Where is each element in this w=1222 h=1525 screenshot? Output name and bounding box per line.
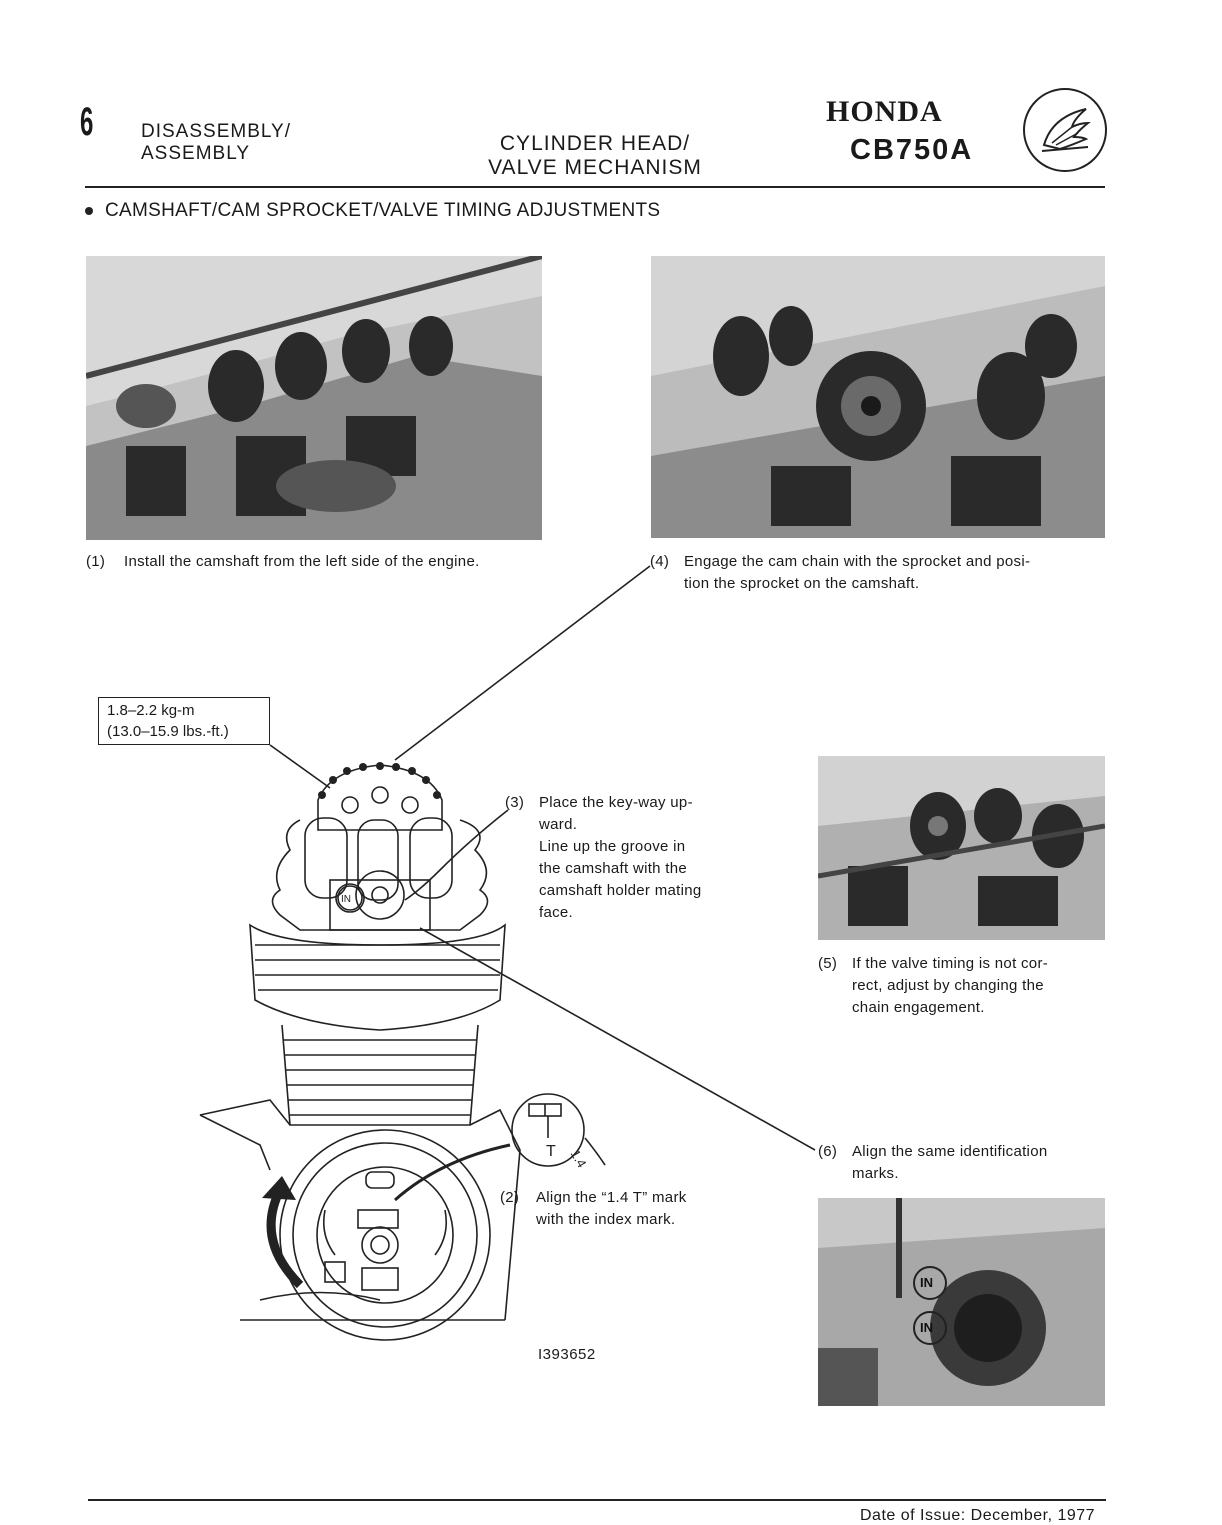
photo-valve-timing <box>818 756 1105 940</box>
issue-date: Date of Issue: December, 1977 <box>860 1507 1096 1524</box>
section-label-line2: ASSEMBLY <box>141 143 251 164</box>
step-1-text: Install the camshaft from the left side … <box>124 553 480 570</box>
torque-spec-box: 1.8–2.2 kg-m (13.0–15.9 lbs.-ft.) <box>98 697 270 745</box>
step-3-line4: the camshaft with the <box>539 860 688 877</box>
caption-step-4: (4) Engage the cam chain with the sprock… <box>650 551 1110 595</box>
step-6-line2: marks. <box>852 1165 899 1182</box>
step-6-line1: Align the same identification <box>852 1143 1048 1160</box>
caption-step-2: (2) Align the “1.4 T” mark with the inde… <box>500 1187 740 1231</box>
step-3-line2: ward. <box>539 816 578 833</box>
step-3-line6: face. <box>539 904 574 921</box>
step-5-number: (5) <box>818 955 838 972</box>
section-heading-text: CAMSHAFT/CAM SPROCKET/VALVE TIMING ADJUS… <box>105 200 661 221</box>
step-3-line5: camshaft holder mating <box>539 882 702 899</box>
step-4-line2: tion the sprocket on the camshaft. <box>684 575 920 592</box>
header-rule <box>85 186 1105 188</box>
bullet-icon <box>85 206 93 215</box>
step-6-text: Align the same identification marks. <box>852 1141 1104 1185</box>
chapter-title: CYLINDER HEAD/ VALVE MECHANISM <box>440 132 750 180</box>
chapter-title-line2: VALVE MECHANISM <box>488 156 702 179</box>
photo-cam-chain-sprocket <box>651 256 1105 538</box>
chapter-title-line1: CYLINDER HEAD/ <box>499 132 691 155</box>
section-label-line1: DISASSEMBLY/ <box>141 121 291 142</box>
section-heading: CAMSHAFT/CAM SPROCKET/VALVE TIMING ADJUS… <box>85 200 660 222</box>
index-mark-label: T <box>546 1143 556 1160</box>
section-number: 6 <box>80 100 94 144</box>
step-1-number: (1) <box>86 553 106 570</box>
step-2-text: Align the “1.4 T” mark with the index ma… <box>536 1187 736 1231</box>
step-5-line2: rect, adjust by changing the <box>852 977 1044 994</box>
torque-spec-metric: 1.8–2.2 kg-m <box>107 702 195 719</box>
step-5-line1: If the valve timing is not cor- <box>852 955 1049 972</box>
model-name: CB750A <box>850 134 974 166</box>
step-4-line1: Engage the cam chain with the sprocket a… <box>684 553 1031 570</box>
timing-mark-label: 1.4 <box>568 1147 590 1170</box>
figure-part-number: I393652 <box>538 1346 596 1363</box>
in-mark-upper: IN <box>920 1275 933 1290</box>
brand-name: HONDA <box>826 95 943 128</box>
photo-camshaft-install <box>86 256 542 540</box>
step-2-line2: with the index mark. <box>536 1211 676 1228</box>
step-2-number: (2) <box>500 1189 520 1206</box>
step-3-line3: Line up the groove in <box>539 838 686 855</box>
torque-spec-imperial: (13.0–15.9 lbs.-ft.) <box>107 723 229 740</box>
step-3-number: (3) <box>505 794 525 811</box>
step-4-number: (4) <box>650 553 670 570</box>
step-4-text: Engage the cam chain with the sprocket a… <box>684 551 1104 595</box>
step-3-line1: Place the key-way up- <box>539 794 693 811</box>
step-6-number: (6) <box>818 1143 838 1160</box>
section-label: DISASSEMBLY/ ASSEMBLY <box>141 121 291 165</box>
photo-identification-marks: IN IN <box>818 1198 1105 1406</box>
caption-step-3: (3) Place the key-way up- ward. Line up … <box>505 792 735 924</box>
in-mark-label: IN <box>341 894 351 905</box>
footer-rule <box>88 1499 1106 1501</box>
step-5-text: If the valve timing is not cor- rect, ad… <box>852 953 1104 1019</box>
in-mark-lower: IN <box>920 1320 933 1335</box>
step-3-text: Place the key-way up- ward. Line up the … <box>539 792 734 924</box>
step-5-line3: chain engagement. <box>852 999 985 1016</box>
honda-wing-logo-icon <box>1022 87 1108 173</box>
caption-step-5: (5) If the valve timing is not cor- rect… <box>818 953 1108 1019</box>
caption-step-6: (6) Align the same identification marks. <box>818 1141 1108 1185</box>
caption-step-1: (1) Install the camshaft from the left si… <box>86 551 556 573</box>
step-2-line1: Align the “1.4 T” mark <box>536 1189 687 1206</box>
